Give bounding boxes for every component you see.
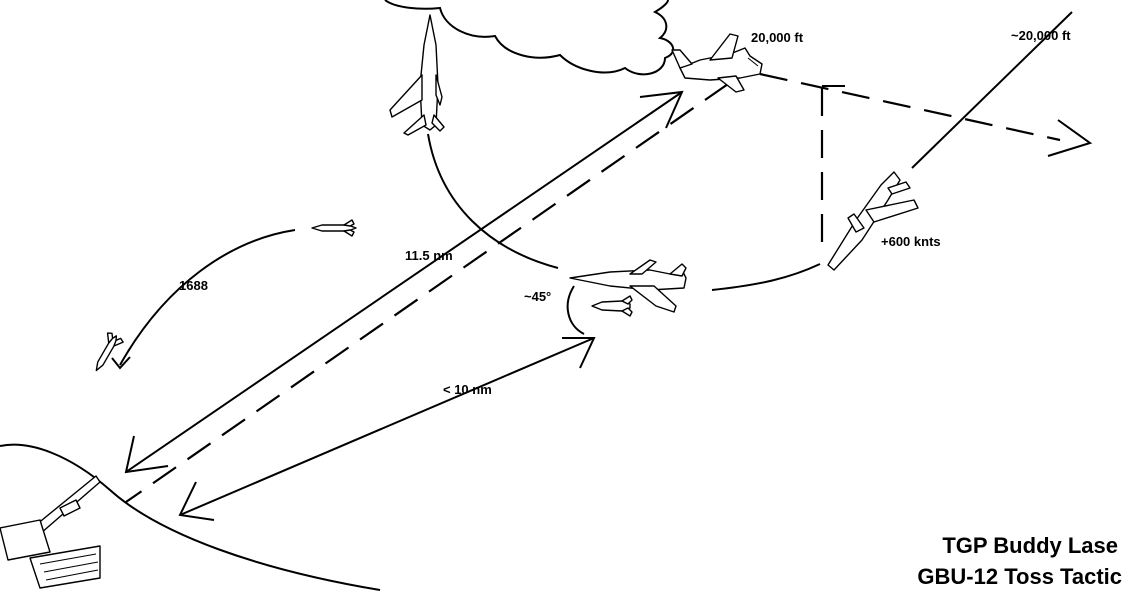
turn-arc <box>427 133 559 269</box>
jet-aircraft-icon <box>671 33 763 93</box>
slant-range-arrow <box>125 91 683 473</box>
cloud-icon <box>384 0 675 76</box>
title-line-2: GBU-12 Toss Tactic <box>917 564 1122 589</box>
toss-range-arrowhead-top <box>562 337 596 369</box>
slant-range-arrowhead-top <box>639 90 684 129</box>
wingman-speed-label: +600 knts <box>881 234 941 249</box>
toss-range-arrowhead-bottom <box>178 481 215 521</box>
sam-launcher-icon <box>0 475 101 589</box>
angle-arc <box>566 285 585 335</box>
jet-aircraft-icon <box>569 259 687 313</box>
slant-range-arrowhead-bottom <box>124 435 169 474</box>
missile-icon <box>95 332 124 372</box>
lead-flight-arrowhead <box>1047 119 1093 157</box>
wingman-climb-line <box>911 11 1073 169</box>
ground-curve <box>0 443 381 591</box>
toss-range-label: < 10 nm <box>443 382 492 397</box>
toss-range-arrow <box>179 337 595 516</box>
jet-aircraft-icon <box>389 14 445 136</box>
wingman-altitude-label: ~20,000 ft <box>1011 28 1071 43</box>
slant-range-label: 11.5 nm <box>405 248 453 263</box>
sam-flight-arrowhead <box>111 356 131 370</box>
egress-arc <box>711 263 821 291</box>
lead-flight-path <box>759 72 1061 142</box>
sam-number-label: 1688 <box>179 278 208 293</box>
title-line-1: TGP Buddy Lase <box>942 533 1118 558</box>
gbu-12-bomb-icon <box>591 295 633 317</box>
lead-altitude-label: 20,000 ft <box>751 30 804 45</box>
sam-flight-path <box>119 229 296 366</box>
laser-line <box>125 83 729 503</box>
missile-icon <box>311 219 357 237</box>
toss-angle-label: ~45° <box>524 289 551 304</box>
jet-aircraft-icon <box>827 171 919 271</box>
